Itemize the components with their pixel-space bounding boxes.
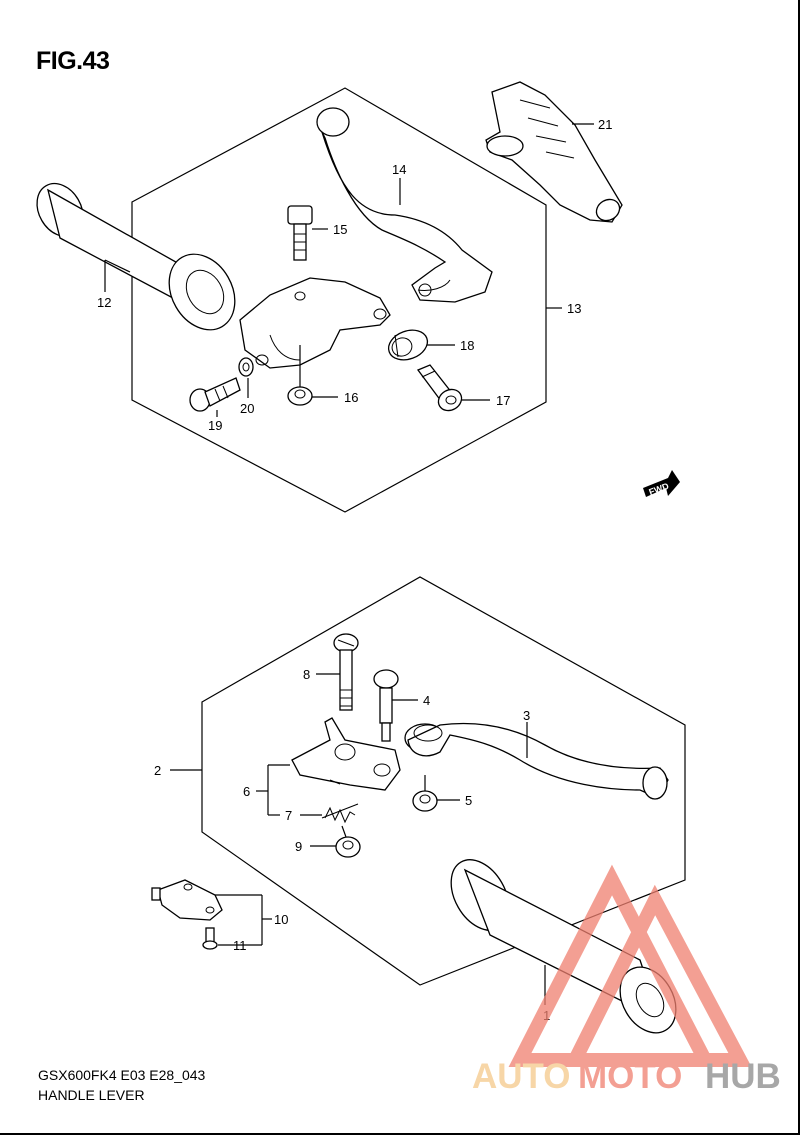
- watermark-part3: HUB: [705, 1057, 781, 1096]
- callout-4: 4: [423, 693, 430, 708]
- part-11-screw: [202, 927, 218, 950]
- callout-13: 13: [567, 301, 581, 316]
- part-17-adjuster: [416, 364, 463, 412]
- callout-2: 2: [154, 763, 161, 778]
- part-16-nut: [287, 345, 313, 406]
- watermark-part2: MOTO: [578, 1057, 682, 1096]
- callout-5: 5: [465, 793, 472, 808]
- callout-21: 21: [598, 117, 612, 132]
- figure-title: FIG.43: [36, 47, 110, 75]
- callout-7: 7: [285, 808, 292, 823]
- part-3-brake-lever: [404, 722, 669, 800]
- part-8-bolt: [333, 633, 359, 711]
- part-4-pivot-bolt: [373, 669, 399, 742]
- assembly-2-outline: [201, 576, 686, 986]
- callout-20: 20: [240, 401, 254, 416]
- part-15-bolt: [287, 205, 313, 261]
- callout-8: 8: [303, 667, 310, 682]
- callout-15: 15: [333, 222, 347, 237]
- lever-holder: [239, 277, 391, 369]
- watermark-logo: AUTO MOTO HUB: [472, 864, 781, 1096]
- part-12-grip: [36, 182, 236, 331]
- lever-holder-lower: [291, 717, 401, 791]
- callout-19: 19: [208, 418, 222, 433]
- watermark-part1: AUTO: [472, 1057, 571, 1096]
- part-10-switch: [151, 879, 223, 921]
- callout-14: 14: [392, 162, 406, 177]
- assembly-13-outline: [131, 87, 547, 513]
- part-21-guard: [485, 81, 623, 223]
- callout-17: 17: [496, 393, 510, 408]
- fwd-label: FWD: [647, 481, 670, 498]
- callout-16: 16: [344, 390, 358, 405]
- fwd-arrow-icon: FWD: [643, 470, 680, 497]
- callout-3: 3: [523, 708, 530, 723]
- callout-12: 12: [97, 295, 111, 310]
- part-18-collar: [387, 329, 429, 361]
- part-5-nut: [412, 775, 438, 812]
- callout-10: 10: [274, 912, 288, 927]
- part-14-lever: [316, 107, 493, 303]
- callout-18: 18: [460, 338, 474, 353]
- footer-section-name: HANDLE LEVER: [38, 1087, 145, 1103]
- footer-model-code: GSX600FK4 E03 E28_043: [38, 1067, 206, 1083]
- part-20-washer: [238, 357, 254, 377]
- part-7-spring: [321, 803, 359, 824]
- part-9-nut: [335, 825, 361, 858]
- callout-11: 11: [233, 938, 247, 953]
- callout-6: 6: [243, 784, 250, 799]
- callout-9: 9: [295, 839, 302, 854]
- part-19-bolt: [189, 377, 241, 412]
